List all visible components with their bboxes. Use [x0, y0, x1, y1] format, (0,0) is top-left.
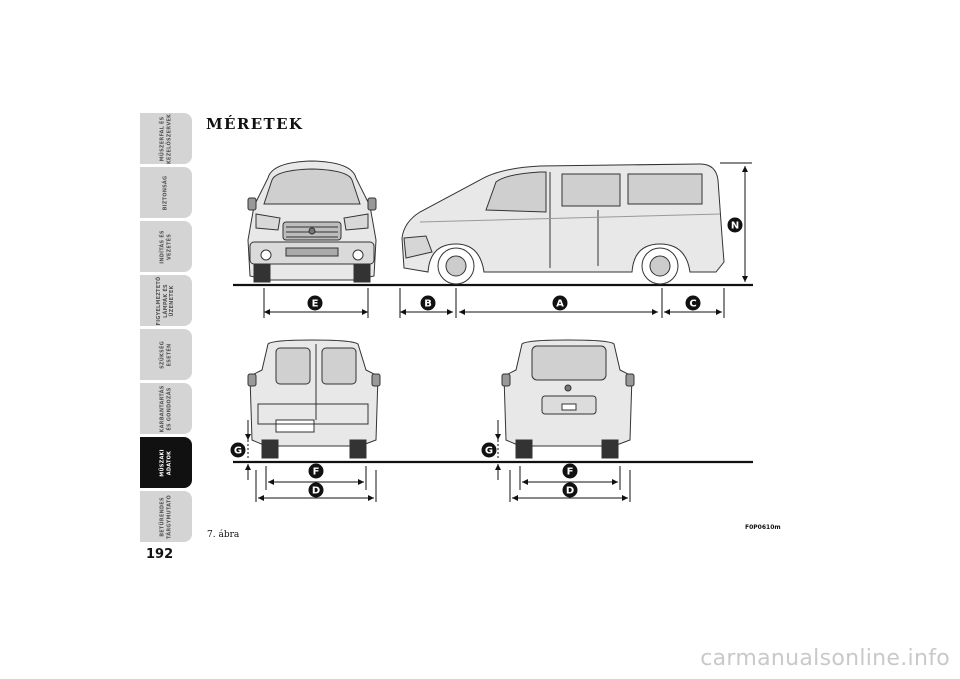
- tab-muszaki-adatok[interactable]: MŰSZAKI ADATOK: [140, 437, 192, 488]
- figure-caption: 7. ábra: [207, 530, 240, 540]
- label-f-right: F: [562, 463, 578, 479]
- van-side-view: [401, 163, 725, 285]
- label-d-right: D: [562, 482, 578, 498]
- label-g-right: G: [481, 442, 497, 458]
- label-f-left: F: [308, 463, 324, 479]
- label-g-left: G: [230, 442, 246, 458]
- label-g-right-text: G: [485, 446, 493, 457]
- label-d-left-text: D: [312, 486, 320, 497]
- label-a-text: A: [556, 299, 564, 310]
- label-e: E: [307, 295, 323, 311]
- chapter-tabs: MŰSZERFAL ÉS KEZELŐSZERVEK BIZTONSÁG IND…: [140, 113, 192, 543]
- van-rear-view-left: [247, 339, 381, 459]
- label-c-text: C: [689, 299, 696, 310]
- tab-figyelmezteto[interactable]: FIGYELMEZTETŐ LÁMPÁK ÉS ÜZENETEK: [140, 275, 192, 326]
- label-b: B: [420, 295, 436, 311]
- label-n: N: [727, 217, 743, 233]
- watermark: carmanualsonline.info: [700, 646, 950, 671]
- page-number: 192: [146, 547, 174, 562]
- label-f-left-text: F: [313, 467, 320, 478]
- label-c: C: [685, 295, 701, 311]
- tab-inditas[interactable]: INDÍTÁS ÉS VEZETÉS: [140, 221, 192, 272]
- label-e-text: E: [312, 299, 319, 310]
- label-d-right-text: D: [566, 486, 574, 497]
- dimension-lines-top: [263, 162, 752, 318]
- figure-code: F0P0610m: [745, 524, 781, 531]
- tab-karbantartas[interactable]: KARBANTARTÁS ÉS GONDOZÁS: [140, 383, 192, 434]
- tab-muszerfal[interactable]: MŰSZERFAL ÉS KEZELŐSZERVEK: [140, 113, 192, 164]
- dimension-lines-bottom: [245, 420, 631, 502]
- label-g-left-text: G: [234, 446, 242, 457]
- label-a: A: [552, 295, 568, 311]
- tab-biztonsag[interactable]: BIZTONSÁG: [140, 167, 192, 218]
- van-front-view: [247, 160, 377, 283]
- van-rear-view-right: [501, 339, 635, 459]
- label-b-text: B: [424, 299, 432, 310]
- tab-szukseg[interactable]: SZÜKSÉG ESETÉN: [140, 329, 192, 380]
- label-n-text: N: [731, 221, 739, 232]
- label-d-left: D: [308, 482, 324, 498]
- tab-betutendes[interactable]: BETŰRENDES TÁRGYMUTATÓ: [140, 491, 192, 542]
- label-f-right-text: F: [567, 467, 574, 478]
- page-title: MÉRETEK: [206, 115, 304, 133]
